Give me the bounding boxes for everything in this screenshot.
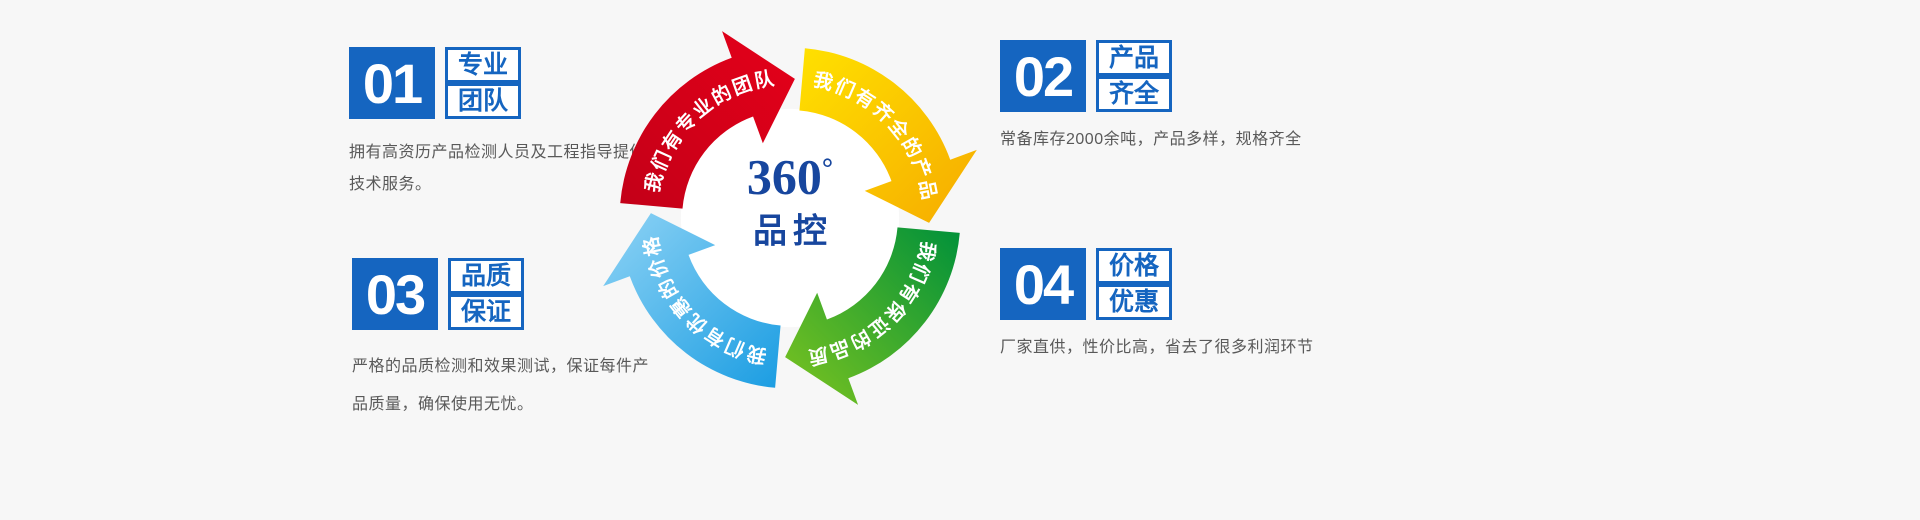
feature-01-header: 01 专业 团队 bbox=[349, 47, 657, 119]
feature-02-title-line2: 齐全 bbox=[1096, 76, 1173, 112]
feature-01-title-line1: 专业 bbox=[445, 47, 522, 83]
cycle-diagram: 我们有专业的团队 我们有齐全的产品 我们有保证的品质 我们有优惠的价格 bbox=[603, 31, 977, 405]
ring-segment-price bbox=[603, 213, 781, 388]
feature-02-title: 产品 齐全 bbox=[1096, 40, 1173, 112]
feature-04-number-badge: 04 bbox=[1000, 248, 1086, 320]
feature-02-number-badge: 02 bbox=[1000, 40, 1086, 112]
feature-01-title: 专业 团队 bbox=[445, 47, 522, 119]
feature-04-title-line1: 价格 bbox=[1096, 248, 1173, 284]
center-label: 360° 品控 bbox=[747, 152, 833, 253]
feature-02-title-line1: 产品 bbox=[1096, 40, 1173, 76]
feature-03-title: 品质 保证 bbox=[448, 258, 525, 330]
feature-01-description: 拥有高资历产品检测人员及工程指导提供技术服务。 bbox=[349, 144, 647, 193]
center-text: 品控 bbox=[752, 212, 833, 251]
degree-symbol: ° bbox=[821, 153, 834, 185]
feature-04-title: 价格 优惠 bbox=[1096, 248, 1173, 320]
feature-04-header: 04 价格 优惠 bbox=[1000, 248, 1314, 320]
feature-01-title-line2: 团队 bbox=[445, 83, 522, 119]
center-360: 360° bbox=[747, 152, 833, 202]
feature-02-header: 02 产品 齐全 bbox=[1000, 40, 1302, 112]
feature-item-professional-team: 01 专业 团队 拥有高资历产品检测人员及工程指导提供技术服务。 bbox=[349, 47, 657, 201]
center-number: 360 bbox=[746, 148, 822, 205]
ring-segment-quality bbox=[785, 227, 960, 405]
feature-03-title-line2: 保证 bbox=[448, 294, 525, 330]
feature-item-quality-assurance: 03 品质 保证 严格的品质检测和效果测试，保证每件产品质量，确保使用无忧。 bbox=[352, 258, 660, 425]
feature-04-title-line2: 优惠 bbox=[1096, 284, 1173, 320]
feature-03-number-badge: 03 bbox=[352, 258, 438, 330]
feature-03-description: 严格的品质检测和效果测试，保证每件产品质量，确保使用无忧。 bbox=[352, 358, 650, 414]
feature-04-description: 厂家直供，性价比高，省去了很多利润环节 bbox=[1000, 339, 1314, 356]
feature-02-description: 常备库存2000余吨，产品多样，规格齐全 bbox=[1000, 131, 1302, 148]
feature-03-title-line1: 品质 bbox=[448, 258, 525, 294]
feature-01-number-badge: 01 bbox=[349, 47, 435, 119]
ring-segment-team bbox=[620, 31, 795, 209]
feature-03-header: 03 品质 保证 bbox=[352, 258, 660, 330]
ring-segment-product bbox=[799, 48, 977, 223]
feature-item-complete-products: 02 产品 齐全 常备库存2000余吨，产品多样，规格齐全 bbox=[1000, 40, 1302, 156]
feature-item-favorable-price: 04 价格 优惠 厂家直供，性价比高，省去了很多利润环节 bbox=[1000, 248, 1314, 364]
center-circle bbox=[680, 108, 900, 328]
